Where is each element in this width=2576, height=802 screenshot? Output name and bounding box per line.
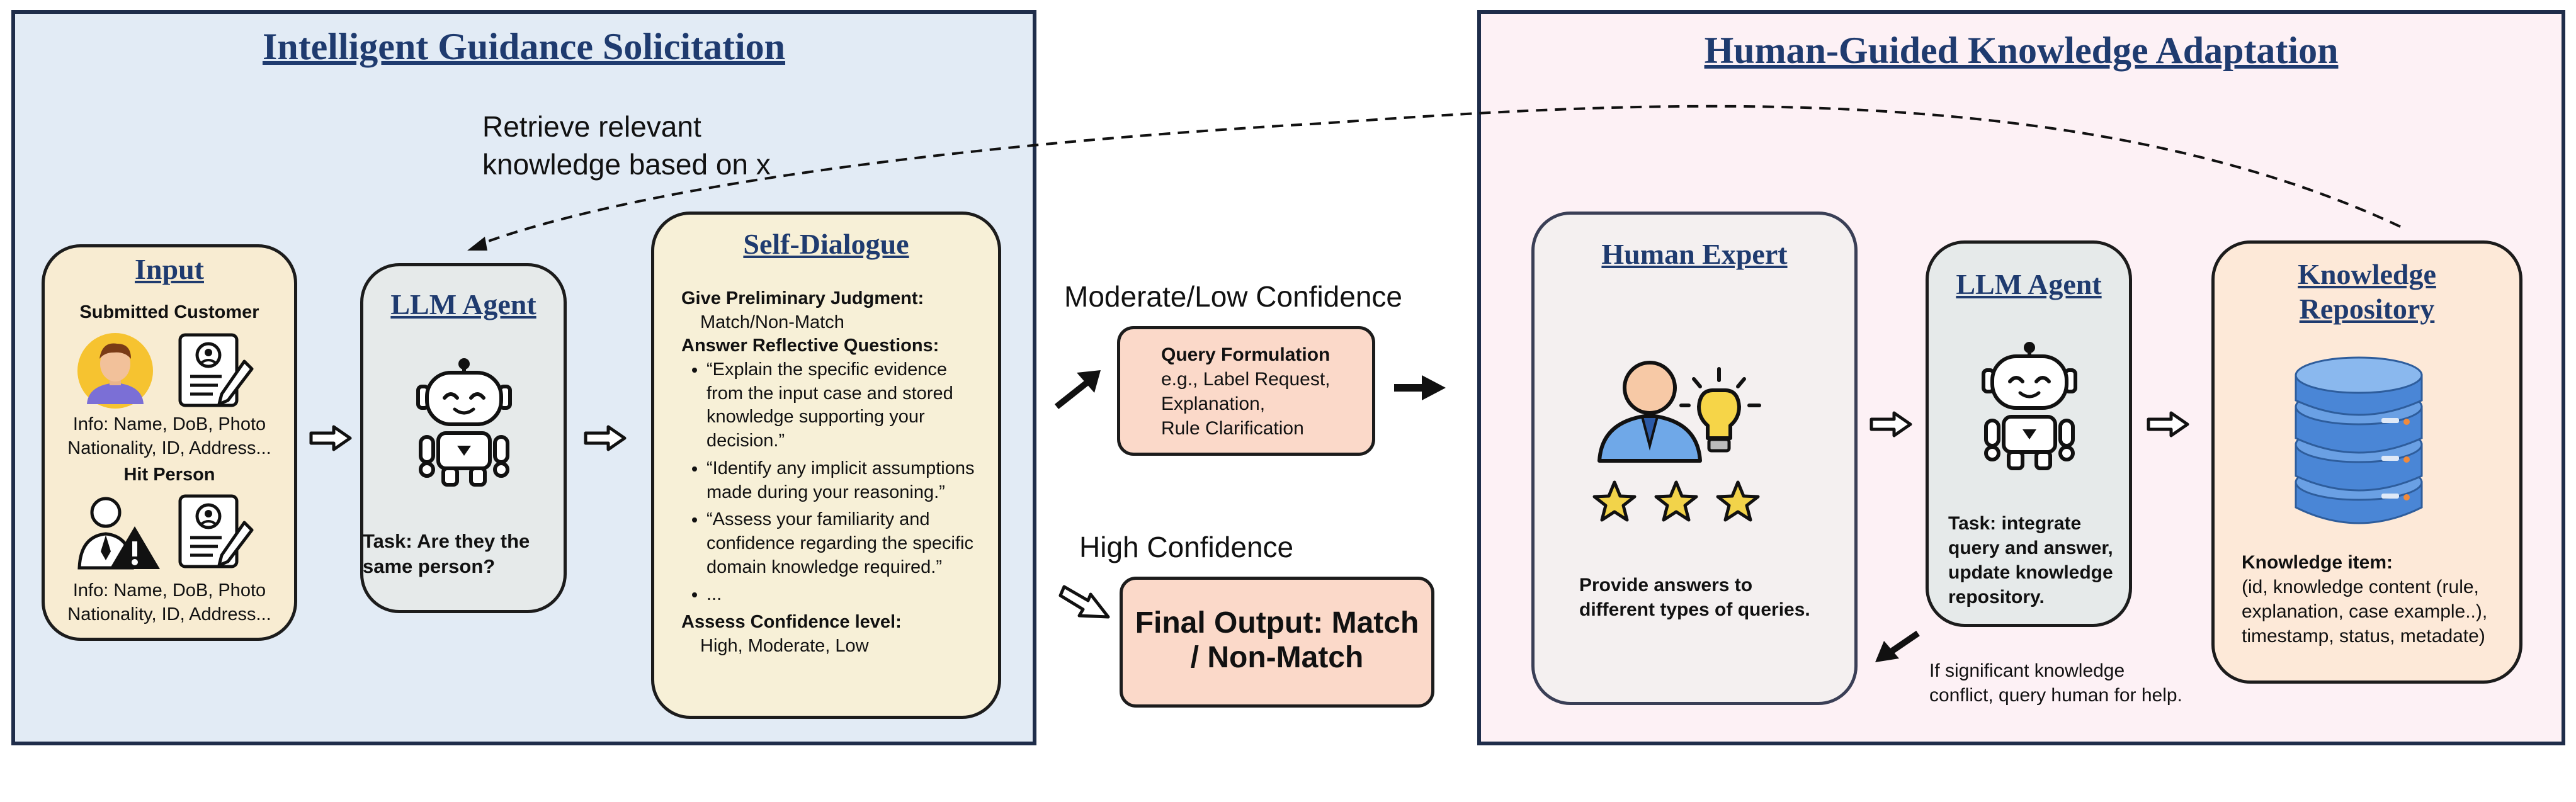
right-panel-title: Human-Guided Knowledge Adaptation — [1704, 30, 2339, 71]
input-card — [42, 244, 297, 641]
confidence-values: High, Moderate, Low — [700, 635, 869, 656]
diagonal-arrow-back-icon — [1875, 630, 1920, 662]
left-panel-title: Intelligent Guidance Solicitation — [262, 26, 786, 67]
llm-agent-title-right: LLM Agent — [1956, 268, 2102, 300]
reflective-questions: “Explain the specific evidence from the … — [681, 358, 984, 607]
hollow-arrow-icon — [1870, 411, 1912, 438]
query-formulation-box — [1117, 326, 1375, 456]
customer-label: Submitted Customer — [79, 302, 259, 322]
left-agent-task: Task: Are they the same person? — [363, 530, 530, 578]
query-formulation-title: Query Formulation — [1161, 344, 1331, 365]
high-confidence-label: High Confidence — [1079, 531, 1294, 563]
customer-info: Info: Name, DoB, Photo Nationality, ID, … — [67, 414, 271, 458]
retrieve-note: Retrieve relevant knowledge based on x — [482, 110, 771, 181]
hollow-arrow-icon — [309, 425, 352, 451]
profile-document-icon-2 — [178, 494, 254, 568]
judgment-value: Match/Non-Match — [700, 312, 844, 332]
knowledge-repository-title: Knowledge Repository — [2298, 258, 2436, 325]
hit-person-info: Info: Name, DoB, Photo Nationality, ID, … — [67, 580, 271, 624]
knowledge-item-heading: Knowledge item: — [2242, 552, 2393, 573]
profile-document-icon — [178, 333, 254, 407]
final-output-box — [1120, 577, 1434, 708]
human-expert-icon — [1592, 361, 1761, 522]
self-dialogue-title: Self-Dialogue — [743, 228, 909, 260]
question-item: “Assess your familiarity and confidence … — [706, 508, 984, 579]
confidence-heading: Assess Confidence level: — [681, 611, 902, 632]
expert-description: Provide answers to different types of qu… — [1579, 575, 1810, 620]
human-expert-title: Human Expert — [1601, 238, 1788, 270]
input-card-title: Input — [135, 253, 204, 285]
right-agent-task: Task: integrate query and answer, update… — [1948, 513, 2113, 607]
self-dialogue-body: Give Preliminary Judgment: Match/Non-Mat… — [681, 287, 984, 658]
self-dialogue-card — [651, 212, 1001, 719]
conflict-note: If significant knowledge conflict, query… — [1929, 660, 2182, 706]
diagonal-arrow-up-icon — [1054, 370, 1101, 409]
hollow-diagonal-arrow-icon — [1058, 585, 1110, 619]
questions-heading: Answer Reflective Questions: — [681, 336, 939, 356]
question-item: ... — [706, 583, 984, 607]
moderate-confidence-label: Moderate/Low Confidence — [1064, 280, 1402, 313]
warning-person-icon — [77, 497, 160, 570]
llm-agent-title-left: LLM Agent — [390, 288, 536, 320]
final-output-text: Final Output: Match / Non-Match — [1135, 606, 1419, 675]
robot-icon — [1982, 342, 2077, 470]
judgment-heading: Give Preliminary Judgment: — [681, 288, 924, 308]
knowledge-item-text: Knowledge item: (id, knowledge content (… — [2242, 550, 2519, 648]
robot-icon — [416, 358, 512, 487]
solid-arrow-right-icon — [1394, 375, 1446, 400]
database-icon — [2295, 356, 2423, 524]
hollow-arrow-icon — [584, 425, 627, 451]
question-item: “Explain the specific evidence from the … — [706, 358, 984, 453]
query-formulation-text: Query Formulation e.g., Label Request, E… — [1161, 342, 1369, 441]
hollow-arrow-icon — [2147, 411, 2189, 438]
question-item: “Identify any implicit assumptions made … — [706, 457, 984, 504]
hit-person-label: Hit Person — [123, 465, 215, 485]
customer-avatar-icon — [77, 333, 153, 409]
